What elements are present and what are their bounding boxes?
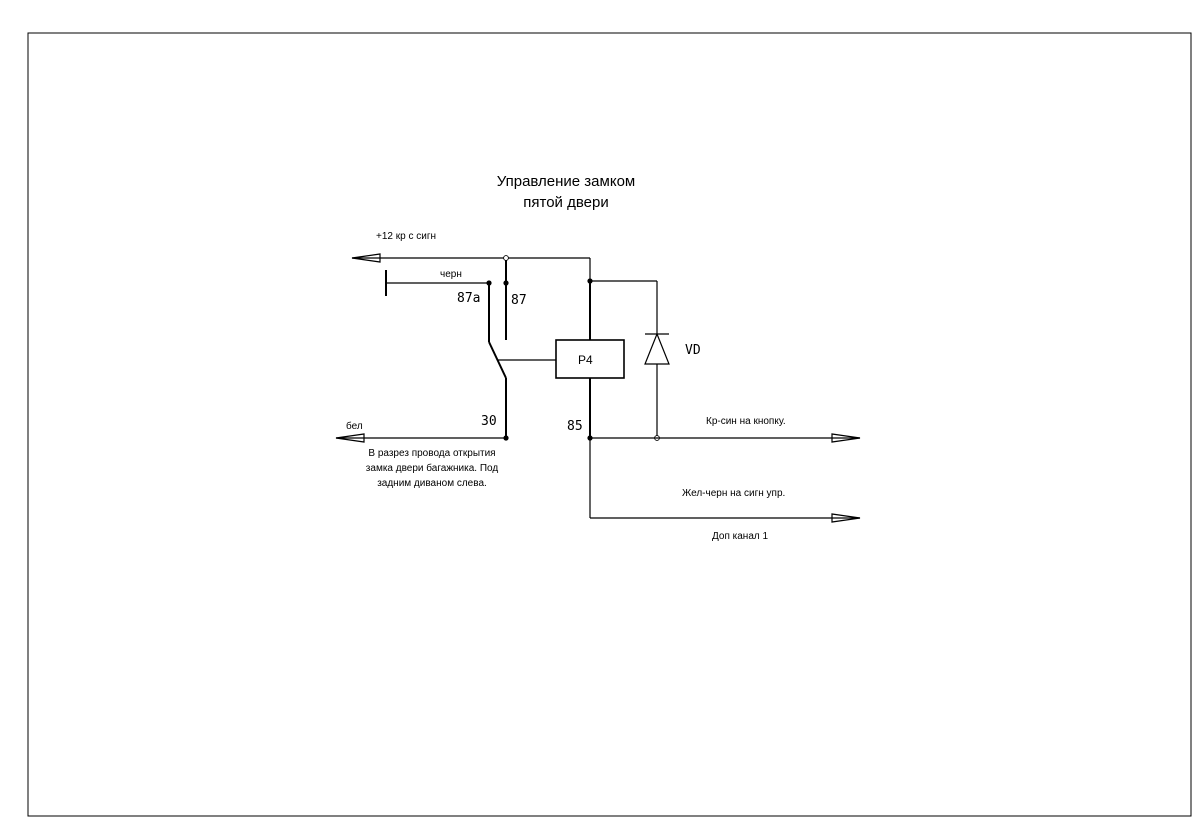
- diagram-title-line1: Управление замком: [497, 173, 635, 190]
- ground-wire-label: черн: [440, 269, 462, 280]
- pin-85-label: 85: [567, 419, 583, 434]
- power-wire-label: +12 кр с сигн: [376, 231, 436, 242]
- diagram-title-line2: пятой двери: [523, 194, 608, 211]
- channel-label: Доп канал 1: [712, 531, 768, 542]
- power-junction: [503, 255, 509, 261]
- white-wire-label: бел: [346, 420, 363, 432]
- pin-87a-label: 87а: [457, 291, 480, 306]
- white-wire-arrow: [335, 433, 365, 443]
- contact-87a-node: [486, 280, 492, 286]
- relay-name-label: Р4: [578, 353, 593, 367]
- button-wire-label: Кр-син на кнопку.: [706, 416, 786, 427]
- note-line2: замка двери багажника. Под: [366, 462, 499, 474]
- button-wire-arrow: [831, 433, 861, 443]
- pin-30-label: 30: [481, 414, 497, 429]
- sheet-frame: [27, 32, 1192, 817]
- note-line1: В разрез провода открытия: [368, 448, 495, 459]
- control-wire-label: Жел-черн на сигн упр.: [682, 488, 785, 499]
- control-wire-arrow: [831, 513, 861, 523]
- note-line3: задним диваном слева.: [377, 478, 487, 489]
- contact-87-node: [503, 280, 509, 286]
- power-arrow: [351, 253, 381, 263]
- pin-87-label: 87: [511, 293, 527, 308]
- diode-label: VD: [685, 343, 701, 358]
- diode-triangle: [644, 332, 670, 365]
